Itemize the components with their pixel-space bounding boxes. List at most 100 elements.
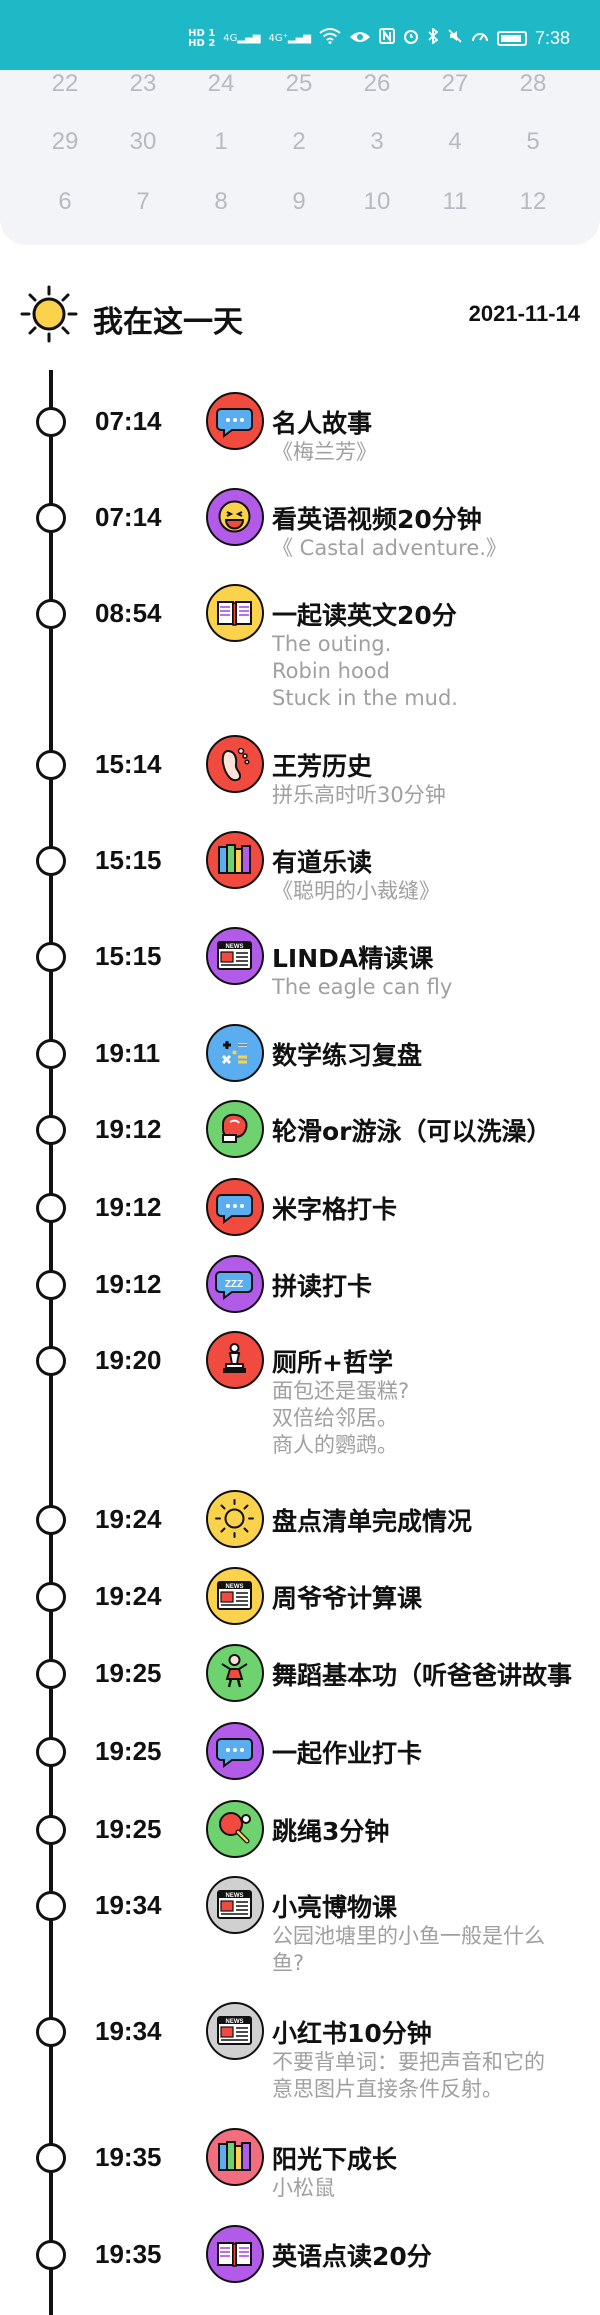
calendar-day[interactable]: 25 [285,70,313,97]
entry-title: 看英语视频20分钟 [272,505,482,534]
timeline-node [36,1270,66,1300]
mute-icon [447,28,463,49]
calendar-day[interactable]: 23 [129,70,157,97]
entry-note-line: 小松鼠 [272,2176,335,2200]
newspaper-icon: NEWS [206,2002,264,2060]
status-icons: HD 1 HD 2 4G▂▄▆ 4G⁺▂▄▆ 7:38 [188,27,570,49]
entry-time: 07:14 [95,502,162,532]
entry-time: 15:15 [95,845,162,875]
calendar-day[interactable]: 5 [526,128,540,155]
ping-pong-icon [206,1800,264,1858]
entry-time: 15:15 [95,941,162,971]
day-header: 我在这一天 2021-11-14 [0,280,600,350]
battery-icon [496,31,527,46]
wifi-icon [319,28,341,49]
entry-title: 轮滑or游泳（可以洗澡） [272,1117,552,1146]
newspaper-icon: NEWS [206,1567,264,1625]
entry-title: 盘点清单完成情况 [272,1507,473,1536]
entry-title: 舞蹈基本功（听爸爸讲故事 [272,1661,573,1690]
entry-note-line: 公园池塘里的小鱼一般是什么 [272,1924,545,1948]
timeline-node [36,1815,66,1845]
entry-title: 有道乐读 [272,848,373,877]
calendar-day[interactable]: 7 [136,188,150,215]
calendar-day[interactable]: 28 [519,70,547,97]
calendar-week-row: 22 23 24 25 26 27 28 [0,70,600,110]
entry-note-line: 商人的鹦鹉。 [272,1433,398,1457]
calendar-day[interactable]: 29 [51,128,79,155]
timeline-node [36,1737,66,1767]
timeline-node [36,1582,66,1612]
entry-time: 19:25 [95,1814,162,1844]
timeline-node [36,750,66,780]
calendar-day[interactable]: 2 [292,128,306,155]
timeline-node [36,503,66,533]
entry-time: 19:12 [95,1114,162,1144]
timeline-node [36,599,66,629]
boxing-glove-icon [206,1100,264,1158]
entry-note-line: Robin hood [272,659,390,683]
laughing-face-icon [206,488,264,546]
entry-note-line: 《聪明的小裁缝》 [272,879,440,903]
entry-title: 数学练习复盘 [272,1041,423,1070]
timeline-node [36,942,66,972]
timeline-line [49,370,53,2315]
entry-note-line: 意思图片直接条件反射。 [272,2077,503,2101]
eye-icon [349,29,371,49]
entry-title: 小红书10分钟 [272,2019,432,2048]
calendar-day[interactable]: 6 [58,188,72,215]
entry-time: 19:34 [95,1890,162,1920]
entry-title: LINDA精读课 [272,944,434,973]
signal-1-icon: 4G▂▄▆ [223,33,261,44]
open-book-icon [206,584,264,642]
entry-note-line: 《 Castal adventure.》 [272,536,507,560]
entry-time: 19:11 [95,1038,161,1068]
chess-piece-icon [206,1331,264,1389]
entry-time: 19:24 [95,1581,162,1611]
calendar-day[interactable]: 12 [519,188,547,215]
entry-time: 19:34 [95,2016,162,2046]
entry-time: 19:25 [95,1736,162,1766]
calendar-day[interactable]: 11 [442,188,468,215]
calendar-day[interactable]: 26 [363,70,391,97]
calendar-day[interactable]: 24 [207,70,235,97]
calendar-day[interactable]: 1 [214,128,228,155]
entry-note-line: Stuck in the mud. [272,686,458,710]
entry-title: 跳绳3分钟 [272,1817,390,1846]
calendar-day[interactable]: 27 [441,70,469,97]
signal-2-icon: 4G⁺▂▄▆ [268,33,311,44]
dancer-icon [206,1644,264,1702]
calendar-day[interactable]: 22 [51,70,79,97]
status-bar: HD 1 HD 2 4G▂▄▆ 4G⁺▂▄▆ 7:38 [0,0,600,70]
sleep-bubble-icon: ZZZ [206,1255,264,1313]
sun-icon [20,285,78,343]
svg-text:NEWS: NEWS [226,944,244,950]
status-time: 7:38 [534,28,570,48]
books-icon [206,2128,264,2186]
entry-note: 《聪明的小裁缝》 [272,878,592,905]
entry-title: 周爷爷计算课 [272,1584,423,1613]
entry-title: 厕所+哲学 [272,1348,393,1377]
svg-text:NEWS: NEWS [226,2019,244,2025]
calendar-day[interactable]: 9 [292,188,306,215]
calendar-day[interactable]: 30 [129,128,157,155]
entry-title: 阳光下成长 [272,2145,398,2174]
calendar-day[interactable]: 8 [214,188,228,215]
entry-note: 《 Castal adventure.》 [272,535,592,562]
entry-title: 名人故事 [272,409,373,438]
entry-note: 不要背单词：要把声音和它的意思图片直接条件反射。 [272,2049,592,2103]
sun-icon [206,1490,264,1548]
timeline-node [36,1659,66,1689]
entry-title: 小亮博物课 [272,1893,398,1922]
calendar-day[interactable]: 3 [370,128,384,155]
entry-time: 19:12 [95,1269,162,1299]
entry-title: 拼读打卡 [272,1272,373,1301]
calendar-day[interactable]: 4 [448,128,462,155]
timeline-node [36,1346,66,1376]
calendar-week-row: 6 7 8 9 10 11 12 [0,188,600,228]
timeline-node [36,1193,66,1223]
svg-text:ZZZ: ZZZ [225,1279,243,1290]
timeline-node [36,846,66,876]
entry-note-line: 不要背单词：要把声音和它的 [272,2050,545,2074]
calendar-day[interactable]: 10 [363,188,391,215]
